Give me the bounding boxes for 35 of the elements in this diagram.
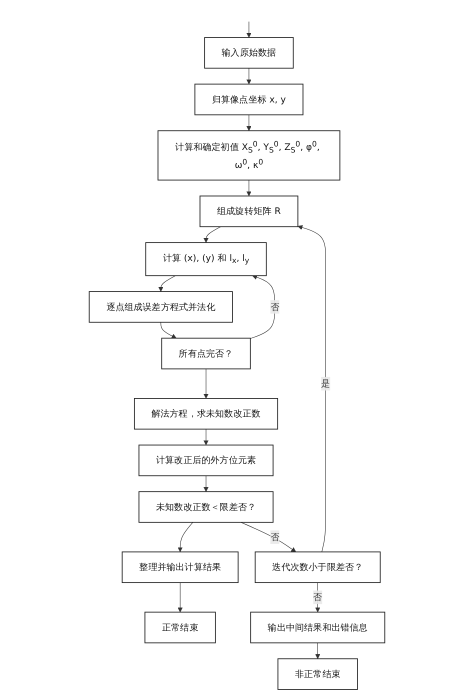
node-box: 计算改正后的外方位元素 <box>138 444 274 476</box>
arrow <box>246 21 252 38</box>
node-box: 未知数改正数＜限差否？ <box>138 491 274 523</box>
arrow <box>240 522 296 552</box>
node-box: 输入原始数据 <box>204 37 294 69</box>
node-box: 迭代次数小于限差否？ <box>254 551 381 584</box>
arrow <box>298 225 326 552</box>
node-box: 所有点完否？ <box>161 338 251 370</box>
arrow <box>246 114 252 131</box>
node-box: 归算像点坐标 x, y <box>194 84 304 116</box>
node-box: 整理并输出计算结果 <box>122 551 239 584</box>
arrow <box>204 475 209 492</box>
edge-label: 是 <box>321 378 330 389</box>
node-box: 解法方程，求未知数改正数 <box>134 398 278 430</box>
edge-label: 否 <box>313 592 322 602</box>
node-box: 输出中间结果和出错信息 <box>250 612 386 644</box>
arrow <box>246 180 252 196</box>
arrow <box>204 226 221 243</box>
node-box: 正常结束 <box>144 612 216 644</box>
edge-label: 否 <box>270 301 280 312</box>
arrow <box>178 522 194 552</box>
edge-label: 否 <box>270 531 280 542</box>
node-box: 计算 (x), (y) 和 l$_{x}$, l$_{y}$ <box>145 242 267 276</box>
arrow <box>158 275 176 292</box>
arrow <box>204 428 209 446</box>
arrow <box>315 642 320 659</box>
node-box: 非正常结束 <box>278 658 358 690</box>
arrow <box>246 68 252 84</box>
node-box: 组成旋转矩阵 R <box>200 196 298 228</box>
arrow <box>250 274 276 339</box>
arrow <box>204 368 209 399</box>
node-box: 逐点组成误差方程式并法化 <box>88 291 233 323</box>
arrow <box>160 322 176 338</box>
node-box: 计算和确定初值 X$_{S}$$^{0}$, Y$_{S}$$^{0}$, Z$_{S}$$^{0}$, φ$^{0}$, ω$^{0}$, κ$^{0}$ <box>158 130 340 180</box>
arrow <box>178 582 183 612</box>
